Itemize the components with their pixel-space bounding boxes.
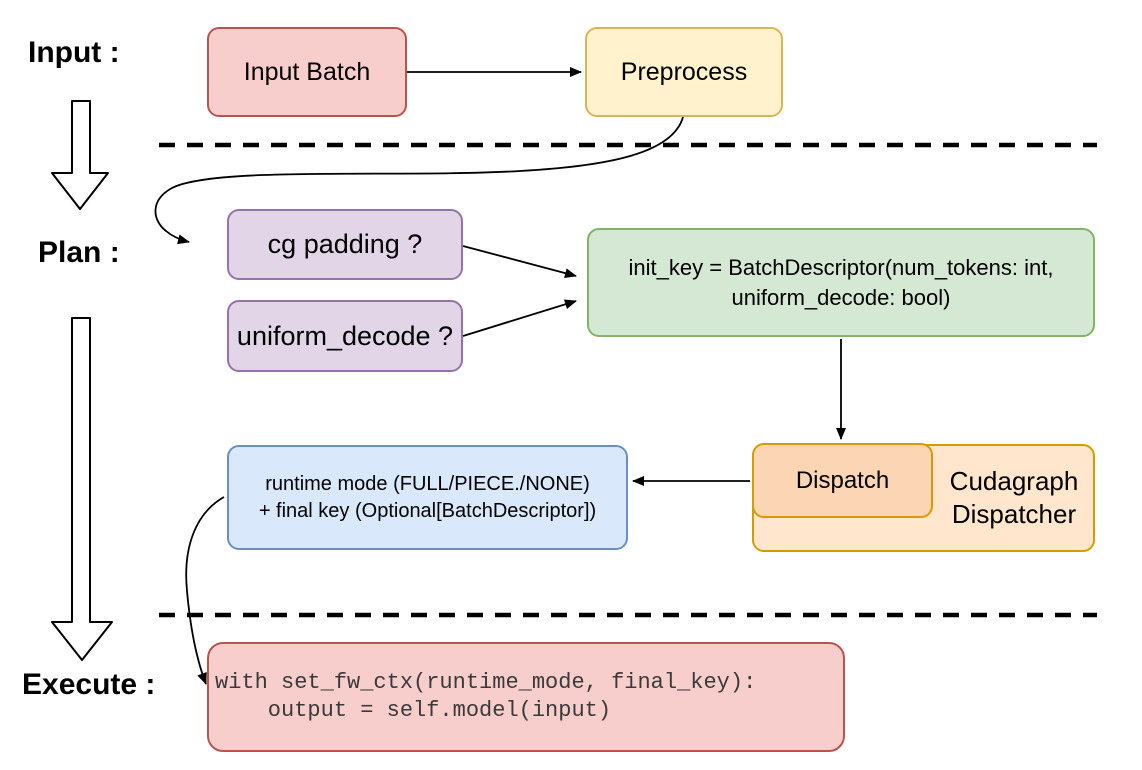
node-runtime-line2: + final key (Optional[BatchDescriptor]): [258, 499, 597, 522]
node-dispatch: Dispatch: [752, 443, 933, 518]
stage-label-execute: Execute :: [22, 668, 156, 701]
node-cg-padding-label: cg padding ?: [267, 229, 423, 259]
node-cudagraph-line2: Dispatcher: [951, 499, 1077, 529]
node-execute-code: with set_fw_ctx(runtime_mode, final_key)…: [207, 642, 845, 752]
node-cudagraph-line1: Cudagraph: [949, 466, 1079, 496]
node-input-batch-label: Input Batch: [243, 57, 371, 86]
node-uniform-decode-label: uniform_decode ?: [236, 320, 454, 351]
node-init-key-line1: init_key = BatchDescriptor(num_tokens: i…: [628, 254, 1054, 280]
node-cudagraph-dispatcher-label: Cudagraph Dispatcher: [934, 446, 1094, 550]
hollow-arrow-plan-to-execute-icon: [51, 317, 113, 661]
hollow-arrow-input-to-plan-icon: [51, 100, 109, 210]
node-cg-padding: cg padding ?: [227, 209, 463, 280]
execute-code-line2: output = self.model(input): [215, 698, 612, 723]
stage-label-plan: Plan :: [38, 236, 120, 269]
node-uniform-decode: uniform_decode ?: [227, 300, 463, 372]
node-preprocess-label: Preprocess: [620, 57, 748, 86]
node-runtime-result: runtime mode (FULL/PIECE./NONE) + final …: [227, 445, 628, 550]
node-runtime-line1: runtime mode (FULL/PIECE./NONE): [265, 472, 590, 495]
node-dispatch-label: Dispatch: [795, 466, 890, 494]
node-init-key-line2: uniform_decode: bool): [731, 284, 951, 310]
execute-code-line1: with set_fw_ctx(runtime_mode, final_key)…: [215, 670, 757, 695]
arrow-cg-padding-to-init-key: [462, 245, 577, 279]
node-input-batch: Input Batch: [207, 27, 407, 117]
node-init-key: init_key = BatchDescriptor(num_tokens: i…: [587, 228, 1095, 337]
stage-label-input: Input :: [28, 36, 120, 69]
arrow-uniform-decode-to-init-key: [462, 299, 577, 337]
node-preprocess: Preprocess: [585, 27, 783, 117]
